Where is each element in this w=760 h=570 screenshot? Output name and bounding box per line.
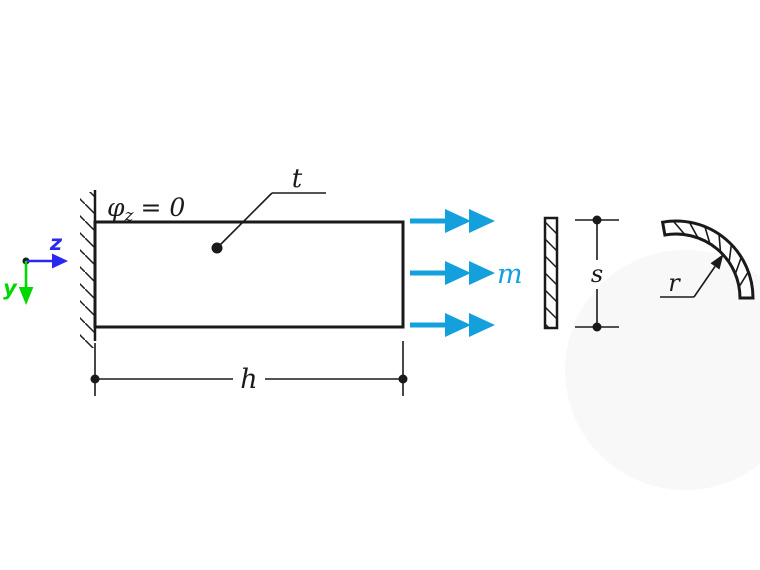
moment-arrowhead-icon [445, 209, 471, 233]
moment-arrow-bottom [410, 313, 495, 337]
thickness-label: t [292, 164, 303, 194]
moment-arrowhead-icon [445, 313, 471, 337]
z-axis: z [26, 231, 68, 269]
dimension-s: s [575, 215, 619, 332]
z-axis-label: z [49, 231, 63, 255]
moment-arrowhead-icon [469, 313, 495, 337]
z-axis-arrowhead-icon [52, 253, 68, 269]
wall-hatching [80, 192, 95, 348]
y-axis-arrowhead-icon [18, 287, 34, 305]
dimension-endpoint [90, 374, 100, 384]
dimension-endpoint [592, 322, 602, 332]
moment-arrowhead-icon [445, 261, 471, 285]
y-axis-label: y [3, 276, 18, 300]
cross-section-flat [543, 216, 559, 330]
radius-label: r [668, 269, 681, 297]
thickness-annotation: t [211, 164, 326, 254]
plate-outline [93, 220, 405, 329]
dimension-endpoint [592, 215, 602, 225]
watermark-circle [565, 250, 760, 490]
moment-arrow-middle [410, 261, 495, 285]
moment-arrowhead-icon [469, 209, 495, 233]
radius-arrow-shaft [693, 266, 716, 298]
radius-arrowhead-icon [710, 254, 724, 270]
curved-section-hatching [672, 220, 750, 288]
radius-annotation: r [660, 254, 724, 298]
dimension-endpoint [398, 374, 408, 384]
moment-load-arrows [410, 209, 495, 337]
boundary-condition-label: φz= 0 [107, 193, 185, 226]
fixed-support-wall [80, 190, 97, 348]
moment-arrowhead-icon [469, 261, 495, 285]
coordinate-system: z y [3, 231, 68, 305]
y-axis: y [3, 261, 34, 305]
section-depth-label: s [591, 260, 603, 288]
moment-label: m [497, 259, 523, 290]
length-label: h [240, 364, 257, 395]
phi-symbol: φ [107, 193, 125, 222]
dimension-h: h [90, 341, 408, 396]
thickness-leader-diagonal [216, 192, 273, 249]
phi-subscript: z [124, 206, 135, 226]
cross-section-curved [660, 219, 755, 300]
phi-value: = 0 [140, 193, 185, 222]
moment-arrow-top [410, 209, 495, 233]
